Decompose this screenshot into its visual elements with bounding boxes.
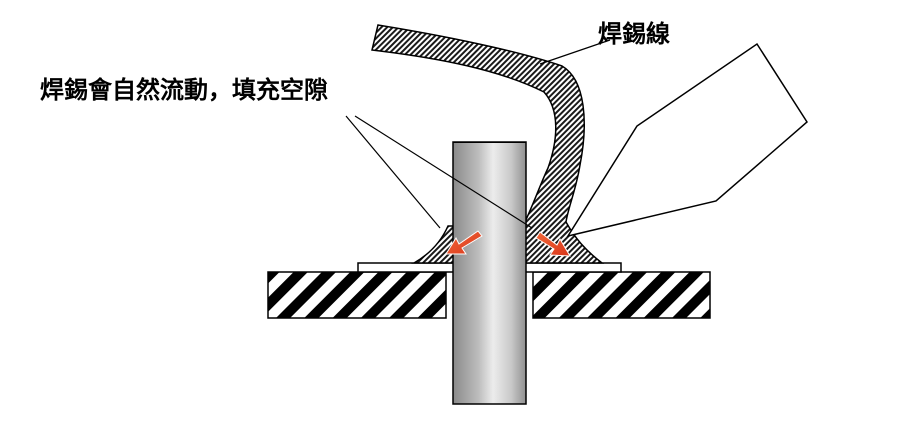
component-pin	[452, 141, 527, 405]
leader-line-right	[354, 115, 533, 229]
pcb-board-left	[267, 271, 447, 319]
solder-fillet-left	[411, 225, 457, 264]
solder-wire-label: 焊錫線	[598, 20, 670, 48]
pin-top-edge	[453, 142, 526, 143]
red-arrow-icon	[445, 230, 483, 255]
copper-pad-right	[522, 262, 622, 273]
copper-pad-left	[357, 262, 455, 273]
leader-line-left	[345, 115, 441, 229]
red-arrow-icon	[535, 231, 571, 257]
pcb-board-right	[532, 271, 711, 319]
leader-line-wire	[539, 39, 611, 65]
soldering-iron	[566, 42, 808, 238]
solder-wire	[371, 24, 605, 264]
solder-flow-label: 焊錫會自然流動，填充空隙	[40, 76, 328, 104]
